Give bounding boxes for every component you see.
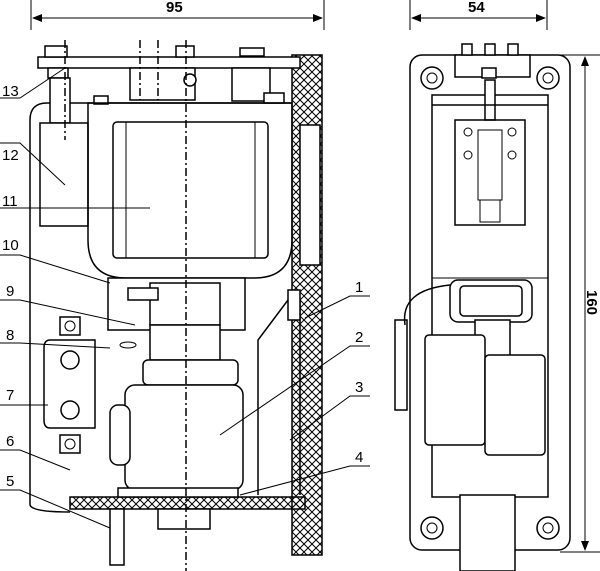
label-3: 3 [355,379,363,396]
dim-160: 160 [583,290,600,315]
label-6: 6 [6,433,14,450]
label-11: 11 [2,193,18,210]
label-2: 2 [355,329,363,346]
label-7: 7 [6,387,14,404]
leader-lines [0,67,370,529]
dim-95: 95 [166,0,183,16]
label-1: 1 [355,279,363,296]
dimension-side-width: 54 [409,0,548,30]
label-13: 13 [2,83,19,100]
base-plate [69,496,306,510]
label-12: 12 [2,147,19,164]
dimension-height: 160 [560,54,600,553]
label-4: 4 [355,449,363,466]
front-view [29,40,323,571]
part-labels: 13 12 11 10 9 8 7 6 5 1 2 3 4 [2,83,363,490]
side-view [394,43,571,571]
label-10: 10 [2,237,19,254]
label-5: 5 [6,473,14,490]
label-8: 8 [6,327,14,344]
dimension-front-width: 95 [30,0,325,30]
label-9: 9 [6,283,14,300]
dim-54: 54 [468,0,485,16]
